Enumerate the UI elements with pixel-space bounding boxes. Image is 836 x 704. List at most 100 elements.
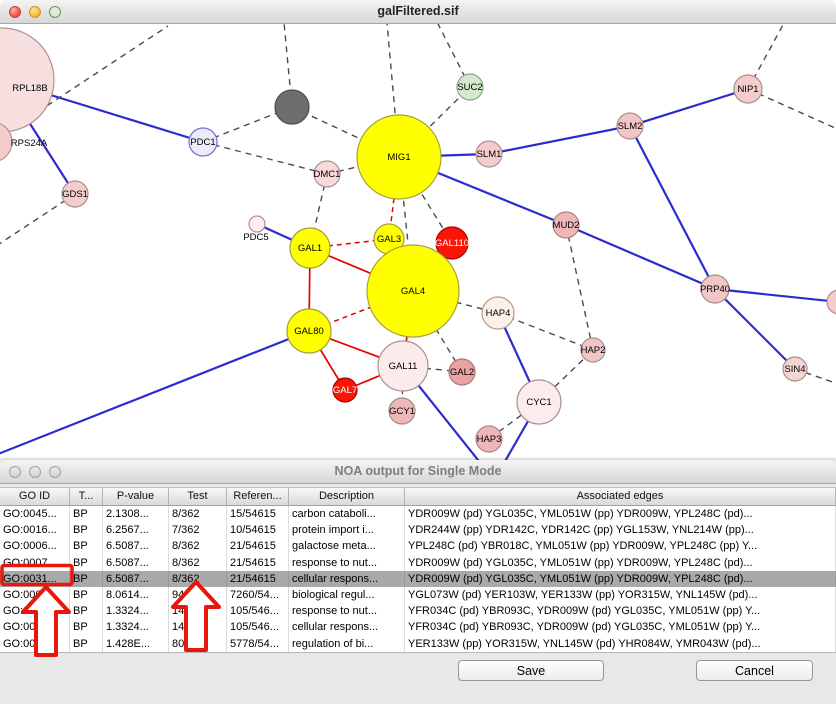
network-edge[interactable] [747,88,836,132]
column-header-2[interactable]: P-value [103,488,169,505]
network-edge[interactable] [565,223,716,291]
network-node-nip1[interactable] [733,74,763,104]
type-cell[interactable]: BP [70,619,103,636]
network-node-mig1[interactable] [356,114,442,200]
description-cell[interactable]: galactose meta... [289,538,405,555]
network-node-gal11[interactable] [377,340,429,392]
network-node-rpl18b[interactable] [0,27,55,133]
network-node-gal80[interactable] [286,308,332,354]
type-cell[interactable]: BP [70,538,103,555]
type-cell[interactable]: BP [70,554,103,571]
network-node-hap3[interactable] [475,425,503,453]
description-cell[interactable]: response to nut... [289,554,405,571]
network-edge[interactable] [714,287,836,303]
p-value-cell[interactable]: 8.0614... [103,586,169,604]
network-node-mud2[interactable] [552,211,580,239]
reference-cell[interactable]: 105/546... [227,619,289,636]
network-edge[interactable] [497,312,594,351]
noa-window-titlebar[interactable]: NOA output for Single Mode [0,460,836,484]
associated-edges-cell[interactable]: YDR009W (pd) YGL035C, YML051W (pp) YDR00… [405,506,836,523]
reference-cell[interactable]: 21/54615 [227,554,289,571]
reference-cell[interactable]: 7260/54... [227,586,289,604]
save-button[interactable]: Save [458,660,604,681]
close-button[interactable] [9,5,21,18]
zoom-button[interactable] [49,5,61,18]
associated-edges-cell[interactable]: YFR034C (pd) YBR093C, YDR009W (pd) YGL03… [405,619,836,636]
p-value-cell[interactable]: 1.428E... [103,635,169,652]
associated-edges-cell[interactable]: YER133W (pp) YOR315W, YNL145W (pd) YHR08… [405,635,836,652]
network-edge[interactable] [714,288,796,370]
p-value-cell[interactable]: 6.5087... [103,538,169,555]
column-header-6[interactable]: Associated edges [405,488,836,505]
network-window-titlebar[interactable]: galFiltered.sif [0,0,836,24]
network-node-slm1[interactable] [475,140,503,168]
zoom-button[interactable] [49,465,61,478]
network-node-msn[interactable] [826,289,836,315]
column-header-4[interactable]: Referen... [227,488,289,505]
description-cell[interactable]: regulation of bi... [289,635,405,652]
network-node-sin4[interactable] [782,356,808,382]
description-cell[interactable]: cellular respons... [289,570,405,587]
description-cell[interactable]: response to nut... [289,603,405,620]
description-cell[interactable]: cellular respons... [289,619,405,636]
go-id-cell[interactable]: GO:0031... [0,570,70,587]
go-id-cell[interactable]: GO:0006... [0,538,70,555]
network-node-gal2[interactable] [448,358,476,386]
test-cell[interactable]: 14/362 [169,619,227,636]
reference-cell[interactable]: 21/54615 [227,570,289,587]
minimize-button[interactable] [29,465,41,478]
column-header-5[interactable]: Description [289,488,405,505]
go-id-cell[interactable]: GO:0031... [0,619,70,636]
test-cell[interactable]: 7/362 [169,522,227,539]
network-edge[interactable] [629,87,749,128]
network-node-gal7[interactable] [332,377,358,403]
network-node-cyc1[interactable] [516,379,562,425]
network-node-pdc1[interactable] [188,127,218,157]
type-cell[interactable]: BP [70,586,103,604]
network-edge[interactable] [629,125,716,290]
go-id-cell[interactable]: GO:0050... [0,635,70,652]
p-value-cell[interactable]: 1.3324... [103,603,169,620]
network-node-gal4[interactable] [366,244,460,338]
network-node-hap4[interactable] [481,296,515,330]
p-value-cell[interactable]: 1.3324... [103,619,169,636]
reference-cell[interactable]: 5778/54... [227,635,289,652]
description-cell[interactable]: protein import i... [289,522,405,539]
network-node-dmc1[interactable] [313,160,341,188]
associated-edges-cell[interactable]: YDR009W (pd) YGL035C, YML051W (pp) YDR00… [405,570,836,587]
go-id-cell[interactable]: GO:0007... [0,554,70,571]
p-value-cell[interactable]: 2.1308... [103,506,169,523]
reference-cell[interactable]: 15/54615 [227,506,289,523]
go-id-cell[interactable]: GO:0045... [0,506,70,523]
go-id-cell[interactable]: GO:0065... [0,586,70,604]
go-id-cell[interactable]: GO:0009... [0,603,70,620]
column-header-0[interactable]: GO ID [0,488,70,505]
column-header-3[interactable]: Test [169,488,227,505]
column-header-1[interactable]: T... [70,488,103,505]
test-cell[interactable]: 8/362 [169,570,227,587]
network-node-hap2[interactable] [580,337,606,363]
type-cell[interactable]: BP [70,635,103,652]
minimize-button[interactable] [29,5,41,18]
description-cell[interactable]: biological regul... [289,586,405,604]
network-node-gcy1[interactable] [388,397,416,425]
close-button[interactable] [9,465,21,478]
p-value-cell[interactable]: 6.2567... [103,522,169,539]
test-cell[interactable]: 8/362 [169,538,227,555]
type-cell[interactable]: BP [70,506,103,523]
network-edge[interactable] [432,24,471,88]
test-cell[interactable]: 14/362 [169,603,227,620]
reference-cell[interactable]: 105/546... [227,603,289,620]
test-cell[interactable]: 8/362 [169,506,227,523]
associated-edges-cell[interactable]: YDR009W (pd) YGL035C, YML051W (pp) YDR00… [405,554,836,571]
associated-edges-cell[interactable]: YGL073W (pd) YER103W, YER133W (pp) YOR31… [405,586,836,604]
network-edge[interactable] [0,193,76,250]
test-cell[interactable]: 8/362 [169,554,227,571]
associated-edges-cell[interactable]: YFR034C (pd) YBR093C, YDR009W (pd) YGL03… [405,603,836,620]
